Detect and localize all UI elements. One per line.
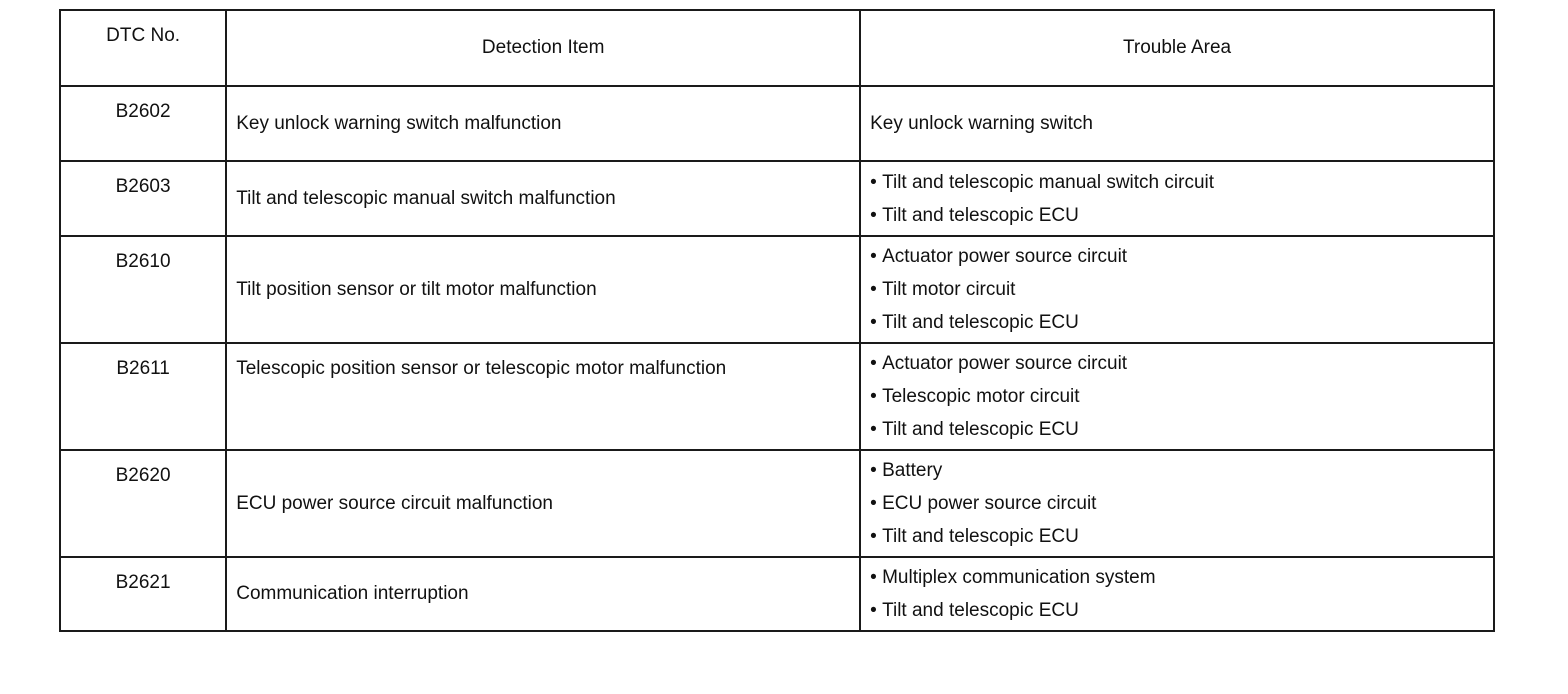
table-row: B2621 Communication interruption •Multip…	[58, 556, 1495, 632]
trouble-area-line: •ECU power source circuit	[870, 487, 1493, 520]
trouble-area-text: Tilt and telescopic ECU	[882, 419, 1079, 440]
bullet-icon: •	[870, 600, 877, 621]
trouble-area-text: Tilt and telescopic manual switch circui…	[882, 171, 1215, 193]
trouble-area-text: Tilt and telescopic ECU	[882, 600, 1079, 621]
trouble-area-line: •Multiplex communication system	[870, 561, 1493, 594]
dtc-table: DTC No. Detection Item Trouble Area B260…	[58, 9, 1495, 632]
dtc-code-cell: B2621	[58, 556, 228, 632]
bullet-icon: •	[870, 419, 877, 440]
table-row: B2603 Tilt and telescopic manual switch …	[58, 160, 1495, 237]
table-header-row: DTC No. Detection Item Trouble Area	[58, 9, 1495, 87]
trouble-area-line: •Tilt and telescopic ECU	[870, 520, 1493, 553]
table-row: B2620 ECU power source circuit malfuncti…	[58, 449, 1495, 558]
trouble-area-cell: Key unlock warning switch	[859, 85, 1495, 162]
trouble-area-text: Tilt motor circuit	[882, 279, 1016, 300]
dtc-code-cell: B2611	[58, 342, 228, 451]
trouble-area-text: ECU power source circuit	[882, 493, 1097, 514]
trouble-area-cell: •Tilt and telescopic manual switch circu…	[859, 160, 1495, 237]
bullet-icon: •	[870, 204, 877, 226]
bullet-icon: •	[870, 246, 877, 267]
trouble-area-line: •Battery	[870, 454, 1493, 487]
header-dtc-no: DTC No.	[58, 9, 228, 87]
trouble-area-line: •Tilt and telescopic manual switch circu…	[870, 166, 1493, 199]
bullet-icon: •	[870, 279, 877, 300]
trouble-area-text: Actuator power source circuit	[882, 353, 1128, 374]
trouble-area-text: Key unlock warning switch	[870, 113, 1093, 134]
trouble-area-line: •Tilt and telescopic ECU	[870, 413, 1493, 446]
trouble-area-text: Tilt and telescopic ECU	[882, 526, 1079, 547]
trouble-area-line: •Tilt and telescopic ECU	[870, 199, 1493, 232]
bullet-icon: •	[870, 386, 877, 407]
table-row: B2611 Telescopic position sensor or tele…	[58, 342, 1495, 451]
table-row: B2610 Tilt position sensor or tilt motor…	[58, 235, 1495, 344]
detection-item-cell: Telescopic position sensor or telescopic…	[225, 342, 862, 451]
detection-item-cell: Tilt and telescopic manual switch malfun…	[225, 160, 862, 237]
detection-item-cell: ECU power source circuit malfunction	[225, 449, 862, 558]
header-trouble-area: Trouble Area	[859, 9, 1495, 87]
trouble-area-line: •Telescopic motor circuit	[870, 380, 1493, 413]
trouble-area-text: Tilt and telescopic ECU	[882, 204, 1079, 226]
trouble-area-cell: •Multiplex communication system •Tilt an…	[859, 556, 1495, 632]
trouble-area-cell: •Battery •ECU power source circuit •Tilt…	[859, 449, 1495, 558]
dtc-code-cell: B2620	[58, 449, 228, 558]
table-row: B2602 Key unlock warning switch malfunct…	[58, 85, 1495, 162]
dtc-code-cell: B2602	[58, 85, 228, 162]
trouble-area-line: •Tilt and telescopic ECU	[870, 306, 1493, 339]
bullet-icon: •	[870, 171, 877, 193]
trouble-area-line: •Actuator power source circuit	[870, 347, 1493, 380]
bullet-icon: •	[870, 460, 877, 481]
dtc-code-cell: B2610	[58, 235, 228, 344]
bullet-icon: •	[870, 526, 877, 547]
detection-item-cell: Key unlock warning switch malfunction	[225, 85, 862, 162]
trouble-area-cell: •Actuator power source circuit •Telescop…	[859, 342, 1495, 451]
trouble-area-text: Multiplex communication system	[882, 567, 1156, 588]
bullet-icon: •	[870, 567, 877, 588]
trouble-area-line: •Actuator power source circuit	[870, 240, 1493, 273]
detection-item-cell: Communication interruption	[225, 556, 862, 632]
header-detection-item: Detection Item	[225, 9, 862, 87]
dtc-code-cell: B2603	[58, 160, 228, 237]
bullet-icon: •	[870, 312, 877, 333]
trouble-area-line: •Tilt and telescopic ECU	[870, 594, 1493, 627]
trouble-area-cell: •Actuator power source circuit •Tilt mot…	[859, 235, 1495, 344]
trouble-area-text: Tilt and telescopic ECU	[882, 312, 1079, 333]
trouble-area-text: Telescopic motor circuit	[882, 386, 1080, 407]
trouble-area-text: Battery	[882, 460, 943, 481]
bullet-icon: •	[870, 353, 877, 374]
trouble-area-text: Actuator power source circuit	[882, 246, 1128, 267]
trouble-area-line: •Tilt motor circuit	[870, 273, 1493, 306]
bullet-icon: •	[870, 493, 877, 514]
detection-item-cell: Tilt position sensor or tilt motor malfu…	[225, 235, 862, 344]
